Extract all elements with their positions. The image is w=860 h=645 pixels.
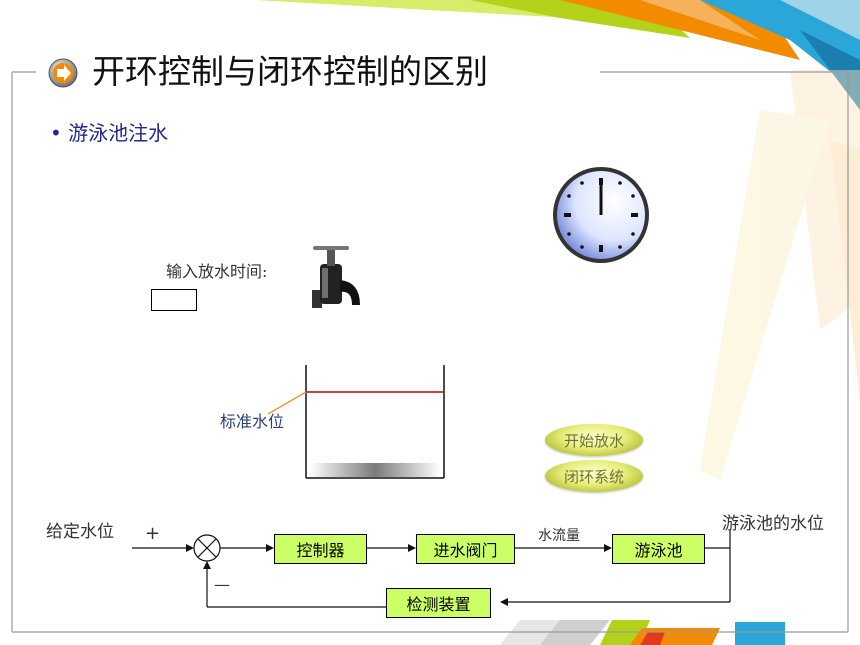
pool-tank [267, 365, 445, 479]
top-decoration [255, 0, 860, 110]
content-frame [11, 71, 849, 633]
controller-block: 控制器 [274, 534, 367, 564]
closed-loop-button[interactable]: 闭环系统 [545, 460, 643, 492]
page-title: 开环控制与闭环控制的区别 [92, 52, 488, 91]
block-diagram-connectors [132, 530, 731, 608]
time-input[interactable] [151, 289, 197, 311]
pool-block: 游泳池 [612, 534, 705, 564]
sensor-block: 检测装置 [386, 588, 491, 618]
start-water-button[interactable]: 开始放水 [545, 424, 643, 456]
plus-sign: + [145, 523, 161, 544]
input-label: 给定水位 [46, 522, 114, 542]
clock-icon [553, 167, 649, 263]
standard-level-label: 标准水位 [220, 412, 285, 431]
time-input-label: 输入放水时间: [166, 262, 268, 281]
minus-sign: — [214, 575, 230, 594]
inlet-valve-block: 进水阀门 [416, 534, 515, 564]
flow-label: 水流量 [538, 528, 580, 544]
bullet-text: 游泳池注水 [68, 121, 169, 145]
right-decoration [700, 70, 860, 480]
output-label: 游泳池的水位 [722, 514, 824, 534]
title-arrow-icon [48, 58, 78, 88]
faucet-icon [198, 246, 360, 308]
bullet-item: • 游泳池注水 [50, 121, 169, 145]
